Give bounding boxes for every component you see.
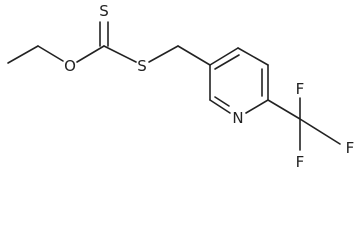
bond-ring-n-c2 (209, 99, 231, 114)
bond-c-s-single (103, 45, 137, 63)
thioether-sulfur-label: S (137, 57, 147, 75)
bond-ring-c4-c5 (237, 47, 269, 66)
chemical-structure-diagram: O S S N F F F (7, 2, 355, 171)
fluorine-bottom-label: F (296, 153, 305, 171)
bond-ring-n-c2-inner (214, 96, 230, 107)
bond-ch2-ring (177, 45, 211, 66)
pyridine-nitrogen-label: N (232, 109, 243, 127)
thione-sulfur-label: S (99, 2, 109, 20)
bond-c-f-right (299, 118, 341, 145)
ether-oxygen-label: O (64, 57, 76, 75)
bond-ethyl-ch2-o (37, 45, 64, 62)
bond-o-thiocarbonyl-carbon (76, 45, 105, 63)
fluorine-top-label: F (296, 80, 305, 98)
bond-s-ch2 (148, 45, 179, 63)
bond-ring-cf3 (267, 99, 301, 120)
bond-ring-c6-n (245, 99, 269, 114)
bond-ring-c3-c4 (209, 47, 239, 66)
bond-ethyl-ch3-ch2 (7, 45, 39, 64)
fluorine-right-label: F (346, 139, 355, 157)
bond-ring-c3-c4-inner (214, 54, 240, 70)
